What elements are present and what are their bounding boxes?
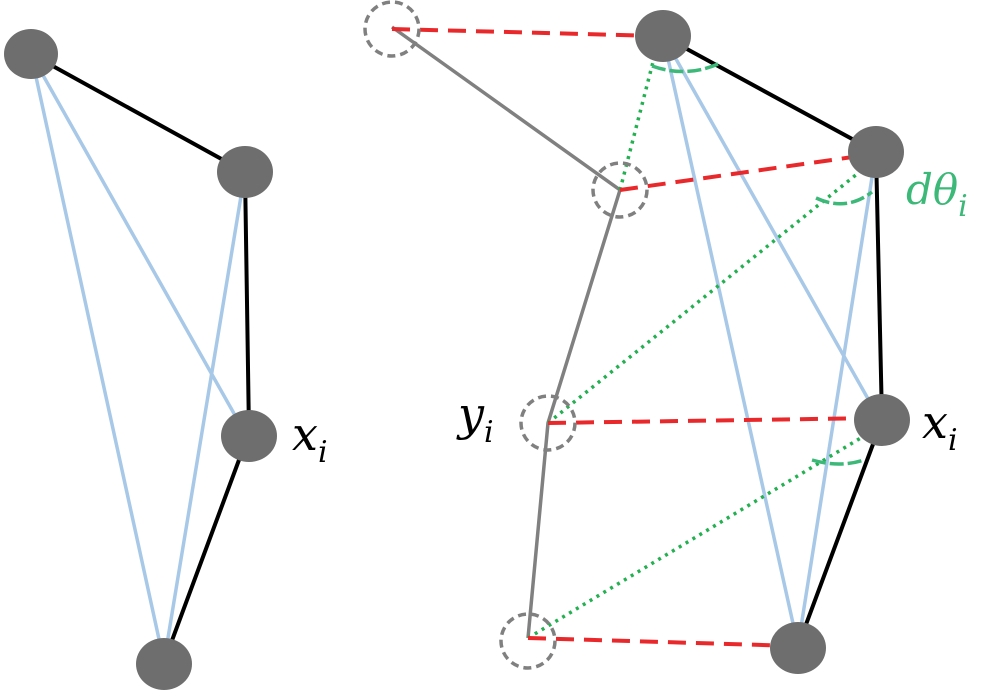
left-xi-main: x <box>292 407 318 461</box>
correspondence-line <box>547 416 881 425</box>
left-xi-sub: i <box>318 435 328 470</box>
left-blue-edge <box>29 53 247 434</box>
right-yi-sub: i <box>484 415 494 450</box>
target-skeleton <box>662 34 885 647</box>
right-xi-sub: i <box>948 423 958 458</box>
angle-arc <box>811 458 865 466</box>
target-node <box>635 10 691 62</box>
target-node <box>848 126 904 178</box>
source-skeleton <box>390 25 623 639</box>
left-skeleton <box>30 52 252 663</box>
dtheta-label: dθi <box>906 165 968 224</box>
left-blue-edge <box>29 53 166 663</box>
left-node <box>4 29 58 79</box>
right-figure: yi xi dθi <box>363 0 968 674</box>
target-node <box>770 622 826 674</box>
left-node <box>221 410 277 462</box>
dtheta-sub: i <box>958 189 968 224</box>
left-node <box>217 146 273 198</box>
right-yi-main: y <box>456 387 485 441</box>
right-xi-label: xi <box>922 395 958 458</box>
correspondence-line <box>391 27 661 38</box>
left-figure: xi <box>4 29 328 690</box>
correspondence-line <box>527 636 797 648</box>
right-blue-edge <box>661 35 800 647</box>
source-node <box>519 394 577 452</box>
green-dotted-line <box>618 61 655 191</box>
source-node <box>499 612 557 670</box>
left-blue-edge <box>162 171 247 663</box>
left-xi-label: xi <box>292 407 328 470</box>
green-dotted-line <box>527 434 865 640</box>
source-node <box>591 161 649 219</box>
angle-arc <box>815 190 874 206</box>
left-node <box>136 638 192 690</box>
right-xi-main: x <box>922 395 948 449</box>
target-node <box>854 394 910 446</box>
right-blue-edge <box>796 151 878 647</box>
dtheta-main: dθ <box>906 165 958 214</box>
source-node <box>363 0 421 58</box>
green-dotted-line <box>546 168 864 425</box>
angle-arc <box>651 62 719 74</box>
right-yi-label: yi <box>456 387 494 450</box>
correspondence-line <box>619 152 875 192</box>
